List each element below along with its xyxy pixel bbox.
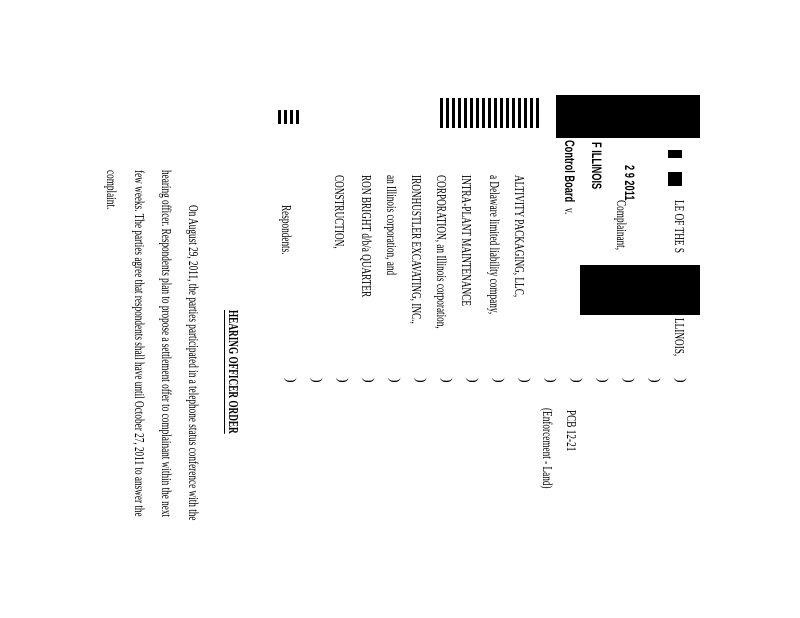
- case-number: PCB 12-21: [563, 410, 578, 452]
- body-line: few weeks. The parties agree that respon…: [131, 170, 146, 517]
- stamp-mark-i: [668, 150, 682, 158]
- redaction-block-top: [556, 95, 700, 138]
- stamp-mark-e: [668, 172, 682, 186]
- respondent-line: RON BRIGHT d/b/a QUARTER: [358, 175, 373, 298]
- body-line: On August 29, 2011, the parties particip…: [185, 205, 200, 521]
- people-fragment-2: LLINOIS,: [671, 318, 686, 357]
- redaction-block-stamp: [580, 265, 700, 315]
- stamp-date: 2 9 2011: [622, 165, 638, 201]
- people-fragment-1: LE OF THE S: [671, 200, 686, 253]
- complainant-label: Complainant,: [613, 200, 628, 251]
- respondents-label: Respondents.: [278, 205, 293, 255]
- body-line: complaint.: [103, 170, 118, 210]
- redaction-scribble-small: [278, 110, 300, 124]
- respondent-line: INTRA-PLANT MAINTENANCE: [458, 175, 473, 306]
- redaction-scribble: [440, 98, 540, 128]
- stamp-board: Control Board: [562, 140, 578, 203]
- stamp-state: F ILLINOIS: [589, 142, 605, 190]
- respondent-line: an Illinois corporation, and: [383, 175, 398, 276]
- respondent-line: a Delaware limited liability company,: [486, 175, 501, 315]
- versus-label: v.: [561, 208, 576, 215]
- body-line: hearing officer. Respondents plan to pro…: [158, 170, 173, 518]
- respondent-line: IRONHUSTLER EXCAVATING, INC.,: [408, 175, 423, 324]
- order-title: HEARING OFFICER ORDER: [225, 310, 240, 434]
- respondent-line: ALTIVITY PACKAGING, LLC,: [511, 175, 526, 298]
- respondent-line: CORPORATION, an Illinois corporation,: [433, 175, 448, 329]
- case-type: (Enforcement - Land): [539, 408, 554, 489]
- respondent-line: CONSTRUCTION,: [331, 175, 346, 249]
